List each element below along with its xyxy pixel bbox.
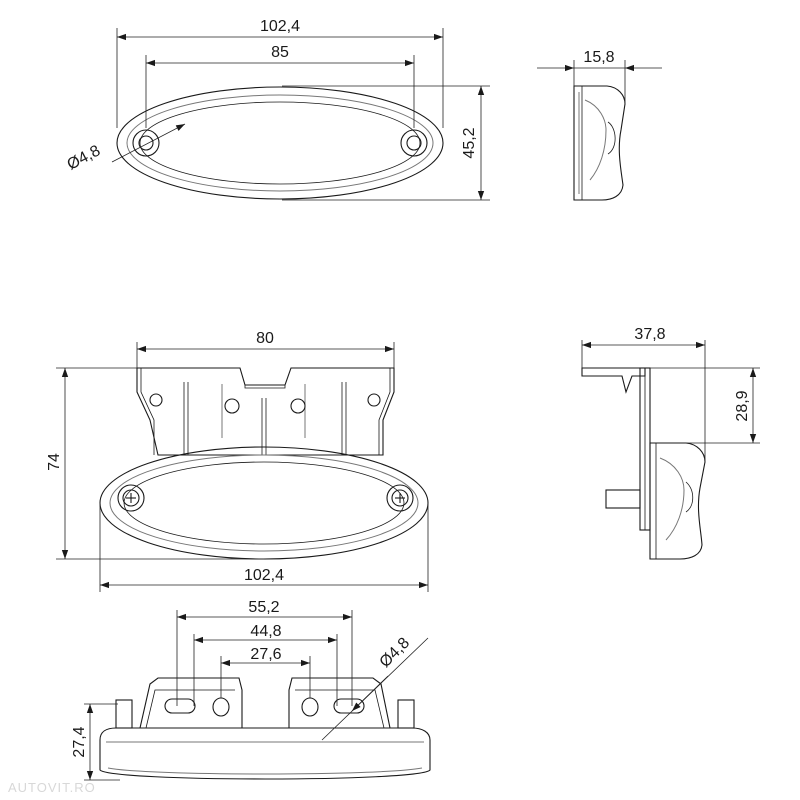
leader-hole-diameter — [111, 123, 186, 163]
side-tab — [115, 699, 133, 729]
bracket-plate — [136, 367, 395, 456]
leader-hole-diameter — [351, 675, 389, 712]
dim-label-height: 45,2 — [461, 127, 478, 158]
mounting-stud — [605, 489, 641, 509]
side-profile-outline — [649, 442, 706, 560]
bottom-hole-right — [301, 697, 319, 717]
bracket-wing-right — [288, 677, 391, 729]
lamp-outer-outline — [99, 446, 429, 560]
bracket-edge — [140, 368, 155, 455]
bracket-hole — [290, 398, 306, 414]
dim-label-bracket-offset: 28,9 — [734, 390, 751, 421]
side-tab — [397, 699, 415, 729]
side-lens-bulge — [685, 481, 694, 513]
bracket-hole — [224, 398, 240, 414]
side-view: 15,8 — [537, 49, 662, 201]
lamp-lens — [123, 461, 405, 545]
dim-label-overall-width: 102,4 — [244, 567, 284, 584]
side-profile-outline — [573, 85, 626, 201]
right-mounting-hole — [406, 135, 422, 151]
bracket-hole — [367, 393, 381, 407]
dim-label-total-height: 74 — [46, 453, 63, 471]
bottom-hole-left — [212, 697, 230, 717]
lamp-base-edge — [107, 767, 423, 775]
lamp-lens — [139, 101, 421, 185]
bracket-wing-left — [139, 677, 243, 729]
bottom-view: 55,2 44,8 27,6 Ø4,8 27,4 — [71, 599, 431, 781]
lamp-inner-rim — [109, 454, 419, 552]
dim-label-bottom-height: 27,4 — [71, 726, 88, 757]
bracket-wing-edge — [295, 689, 385, 729]
bottom-slot-right — [333, 698, 365, 714]
dim-label-hole-spacing: 85 — [271, 44, 289, 61]
bracket-notch — [244, 385, 286, 389]
watermark: AUTOVIT.RO — [8, 780, 96, 795]
right-screw-icon — [386, 484, 414, 512]
bottom-slot-left — [164, 698, 196, 714]
dim-label-bracket-depth: 37,8 — [634, 326, 665, 343]
side-lens-bulge — [607, 121, 616, 155]
dim-label-overall-width: 102,4 — [260, 18, 300, 35]
right-mounting-boss — [400, 129, 428, 157]
dim-label-hole-spacing-outer: 44,8 — [250, 623, 281, 640]
dim-label-hole-spacing-inner: 27,6 — [250, 646, 281, 663]
dim-label-hole-diameter: Ø4,8 — [377, 634, 414, 671]
left-mounting-boss — [132, 129, 160, 157]
bracket-hole — [149, 393, 163, 407]
dim-label-hole-diameter: Ø4,8 — [65, 142, 104, 173]
bracket-front-view: 80 74 102,4 — [46, 330, 429, 592]
bracket-edge — [378, 368, 391, 455]
left-screw-icon — [117, 484, 145, 512]
bracket-flange — [581, 367, 646, 394]
dim-label-depth: 15,8 — [583, 49, 614, 66]
lamp-outer-outline — [116, 86, 444, 200]
front-view: 102,4 85 45,2 Ø4,8 — [65, 18, 490, 201]
bracket-wing-edge — [145, 689, 235, 729]
bracket-side-view: 37,8 28,9 — [581, 326, 760, 560]
dim-label-slot-spacing: 55,2 — [248, 599, 279, 616]
left-mounting-hole — [138, 135, 154, 151]
lamp-base-outline — [99, 727, 431, 780]
lamp-inner-rim — [126, 94, 434, 192]
side-profile-curve — [584, 99, 607, 181]
side-profile-curve — [659, 457, 685, 541]
dim-label-bracket-width: 80 — [256, 330, 274, 347]
